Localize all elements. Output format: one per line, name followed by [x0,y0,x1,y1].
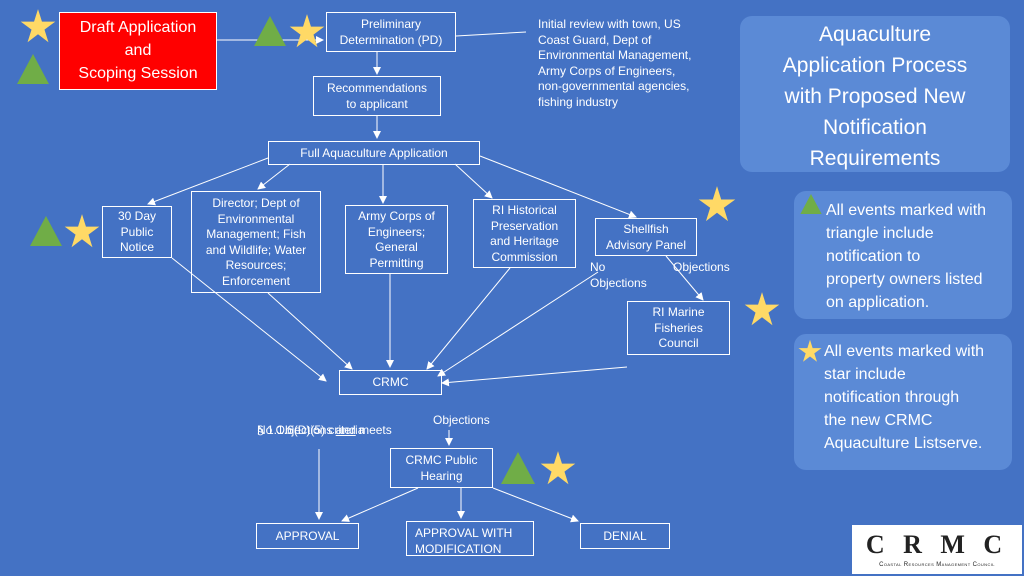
triangle-icon [30,216,62,246]
approval-box: APPROVAL [256,523,359,549]
triangle-icon [17,54,49,84]
star-icon [698,186,736,222]
ri-historical-box: RI Historical Preservation and Heritage … [473,199,576,268]
triangle-icon [501,452,535,484]
shellfish-panel-box: Shellfish Advisory Panel [595,218,697,256]
star-legend-text: All events marked with star include noti… [824,343,985,452]
public-notice-box: 30 Day Public Notice [102,206,172,258]
no-objections-prefix: No Objections [257,422,336,437]
recommendations-box: Recommendations to applicant [313,76,441,116]
criteria-label: § 1.1.6(D)(5) criteria [257,423,365,437]
triangle-legend-icon [800,194,822,214]
crmc-box: CRMC [339,370,442,395]
no-objections-shellfish-label: No Objections [590,260,647,290]
full-application-box: Full Aquaculture Application [268,141,480,165]
preliminary-determination-box: Preliminary Determination (PD) [326,12,456,52]
crmc-public-hearing-box: CRMC Public Hearing [390,448,493,488]
star-icon [744,292,780,326]
logo-subtitle: Coastal Resources Management Council [879,562,995,568]
initial-review-text: Initial review with town, US Coast Guard… [538,17,692,109]
logo-letters: C R M C [865,530,1009,559]
panel-title: Aquaculture Application Process with Pro… [782,23,968,170]
and-underlined: and [335,422,356,437]
objections-crmc-label: Objections [433,413,490,427]
title-panel: Aquaculture Application Process with Pro… [740,16,1010,172]
denial-box: DENIAL [580,523,670,549]
star-icon [20,9,56,43]
meets-suffix: meets [355,422,392,437]
ri-marine-box: RI Marine Fisheries Council [627,301,730,355]
triangle-legend-panel: All events marked with triangle include … [794,191,1012,319]
star-icon [540,451,576,485]
star-icon [64,214,100,248]
army-corps-box: Army Corps of Engineers; General Permitt… [345,205,448,274]
crmc-logo: C R M C Coastal Resources Management Cou… [852,525,1022,574]
draft-application-box: Draft Application and Scoping Session [59,12,217,90]
no-objections-meets-label: No Objections and meets [257,407,392,438]
star-legend-panel: All events marked with star include noti… [794,334,1012,470]
star-icon [289,14,325,48]
approval-with-modification-box: APPROVAL WITH MODIFICATION [406,521,534,556]
star-legend-icon [798,339,822,362]
director-box: Director; Dept of Environmental Manageme… [191,191,321,293]
triangle-icon [254,16,286,46]
triangle-legend-text: All events marked with triangle include … [826,202,987,311]
objections-shellfish-label: Objections [673,260,730,274]
